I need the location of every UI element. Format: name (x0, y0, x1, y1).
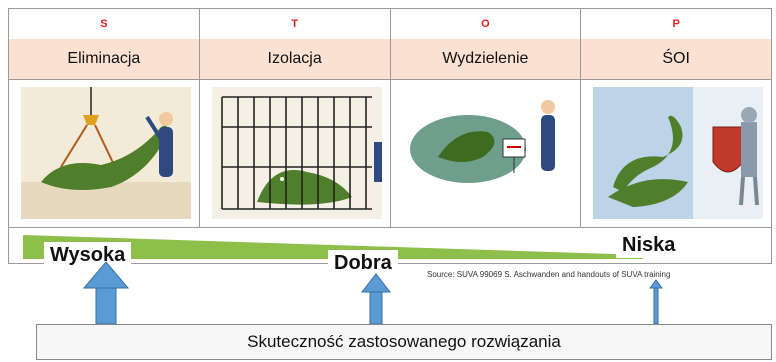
letter-t: T (200, 9, 391, 39)
arrow-low (649, 279, 663, 325)
level-high-label: Wysoka (44, 242, 132, 268)
effectiveness-bar-row (9, 227, 771, 265)
armored-knight-crocodile-illustration (593, 87, 764, 219)
level-medium-label: Dobra (328, 250, 398, 276)
measure-ppe: ŚOI (662, 50, 690, 67)
measure-elimination: Eliminacja (9, 39, 200, 79)
measure-separation: Wydzielenie (391, 39, 582, 79)
stop-hierarchy-table: S T O P Eliminacja Izolacja Wydzielenie … (8, 8, 772, 264)
effectiveness-caption-text: Skuteczność zastosowanego rozwiązania (247, 332, 561, 351)
pond-crocodile-illustration (402, 87, 573, 219)
source-credit: Source: SUVA 99069 S. Aschwanden and han… (427, 270, 671, 279)
crane-lifting-crocodile-illustration (21, 87, 191, 219)
illustration-ppe-cell (581, 79, 771, 227)
letter-s: S (9, 9, 200, 39)
letter-p: P (672, 18, 680, 30)
illustrations-row (9, 79, 771, 228)
effectiveness-caption: Skuteczność zastosowanego rozwiązania (36, 324, 772, 360)
illustration-isolation-cell (200, 79, 391, 227)
effectiveness-wedge (23, 235, 643, 259)
caged-crocodile-illustration (211, 87, 382, 219)
letter-o: O (391, 9, 582, 39)
arrow-medium (360, 273, 392, 325)
level-low-label: Niska (616, 232, 682, 258)
arrow-high (82, 261, 130, 325)
illustration-elimination-cell (9, 79, 200, 227)
measure-isolation: Izolacja (200, 39, 391, 79)
illustration-separation-cell (391, 79, 582, 227)
